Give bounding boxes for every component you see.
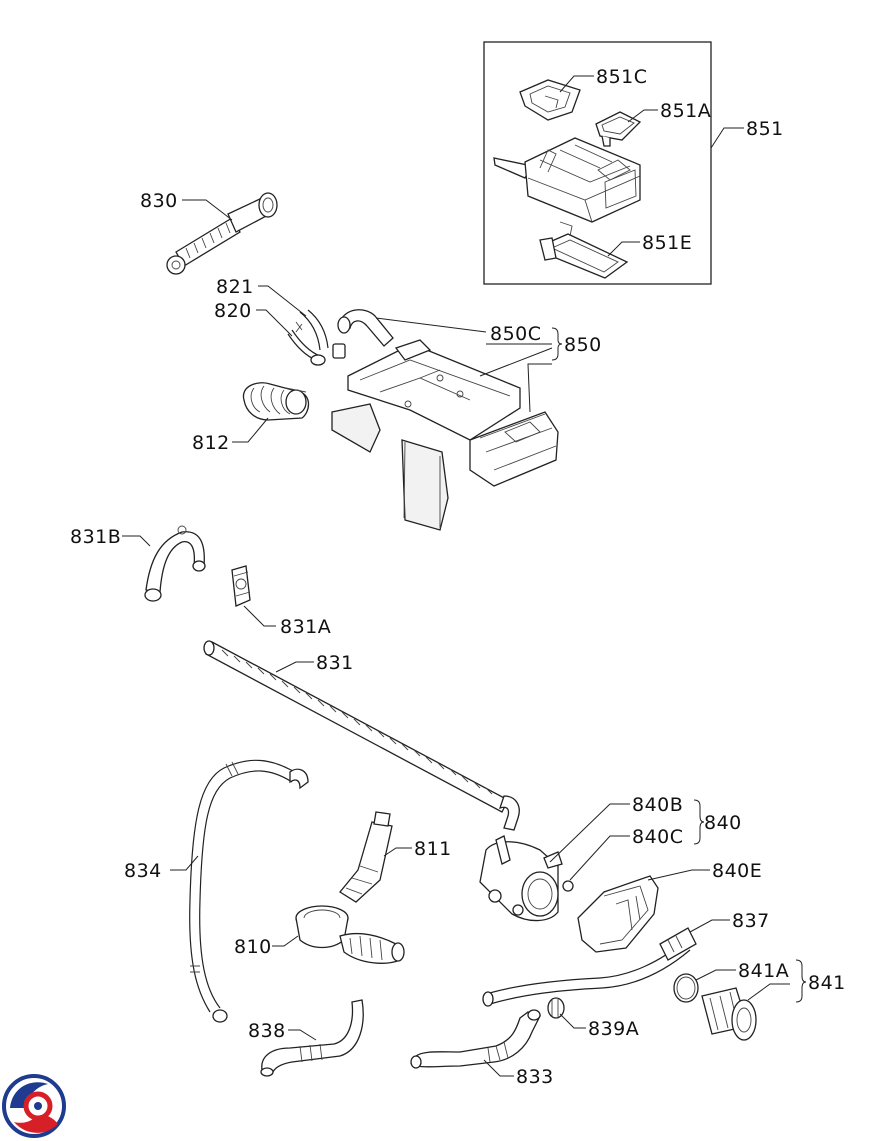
part-830-inlet-valve-hose <box>166 192 278 275</box>
label-838: 838 <box>248 1020 286 1042</box>
label-851: 851 <box>746 118 784 140</box>
part-851E-drawer-bottom <box>539 221 629 279</box>
label-840: 840 <box>704 812 742 834</box>
part-837-hose <box>482 927 697 1007</box>
part-850-dispenser-housing <box>331 339 559 531</box>
label-810: 810 <box>234 936 272 958</box>
part-841A-seal-ring <box>673 973 699 1003</box>
part-831-drain-hose <box>203 640 520 831</box>
part-831B-hose-elbow <box>144 525 206 602</box>
leader-lines <box>122 75 790 1077</box>
part-833-hose <box>410 1009 541 1069</box>
label-850: 850 <box>564 334 602 356</box>
label-837: 837 <box>732 910 770 932</box>
part-851C-drawer-insert <box>519 79 581 121</box>
label-840B: 840B <box>632 794 683 816</box>
label-821: 821 <box>216 276 254 298</box>
group-braces <box>551 327 807 1003</box>
label-841A: 841A <box>738 960 789 982</box>
part-811-hose <box>339 811 393 903</box>
part-840-drain-pump <box>479 835 563 922</box>
label-812: 812 <box>192 432 230 454</box>
part-831A-hose-clip <box>231 565 251 607</box>
label-851A: 851A <box>660 100 711 122</box>
part-840E-pump-cover <box>577 875 659 953</box>
label-834: 834 <box>124 860 162 882</box>
label-811: 811 <box>414 838 452 860</box>
label-831A: 831A <box>280 616 331 638</box>
part-838-hose <box>260 999 364 1077</box>
part-821-820-hoses <box>287 309 346 366</box>
label-839A: 839A <box>588 1018 639 1040</box>
label-851C: 851C <box>596 66 648 88</box>
callout-labels: 851C 851A 851 851E 830 821 820 850C 850 … <box>70 66 846 1088</box>
part-840C-plug <box>562 880 574 892</box>
label-831B: 831B <box>70 526 121 548</box>
label-840E: 840E <box>712 860 762 882</box>
label-831: 831 <box>316 652 354 674</box>
part-850C-hose <box>337 309 394 347</box>
part-812-bellows-hose <box>242 382 310 421</box>
label-833: 833 <box>516 1066 554 1088</box>
detail-box-851 <box>483 41 712 285</box>
part-839A-coupling <box>547 997 565 1019</box>
part-851-detergent-drawer <box>493 137 641 223</box>
brand-logo <box>2 1074 66 1138</box>
label-840C: 840C <box>632 826 684 848</box>
part-851A-softener-cup <box>595 111 642 147</box>
label-820: 820 <box>214 300 252 322</box>
part-834-hose <box>189 759 309 1023</box>
label-841: 841 <box>808 972 846 994</box>
label-850C: 850C <box>490 323 542 345</box>
part-841-filter <box>701 987 757 1041</box>
part-810-sump <box>295 905 405 964</box>
label-851E: 851E <box>642 232 692 254</box>
label-830: 830 <box>140 190 178 212</box>
